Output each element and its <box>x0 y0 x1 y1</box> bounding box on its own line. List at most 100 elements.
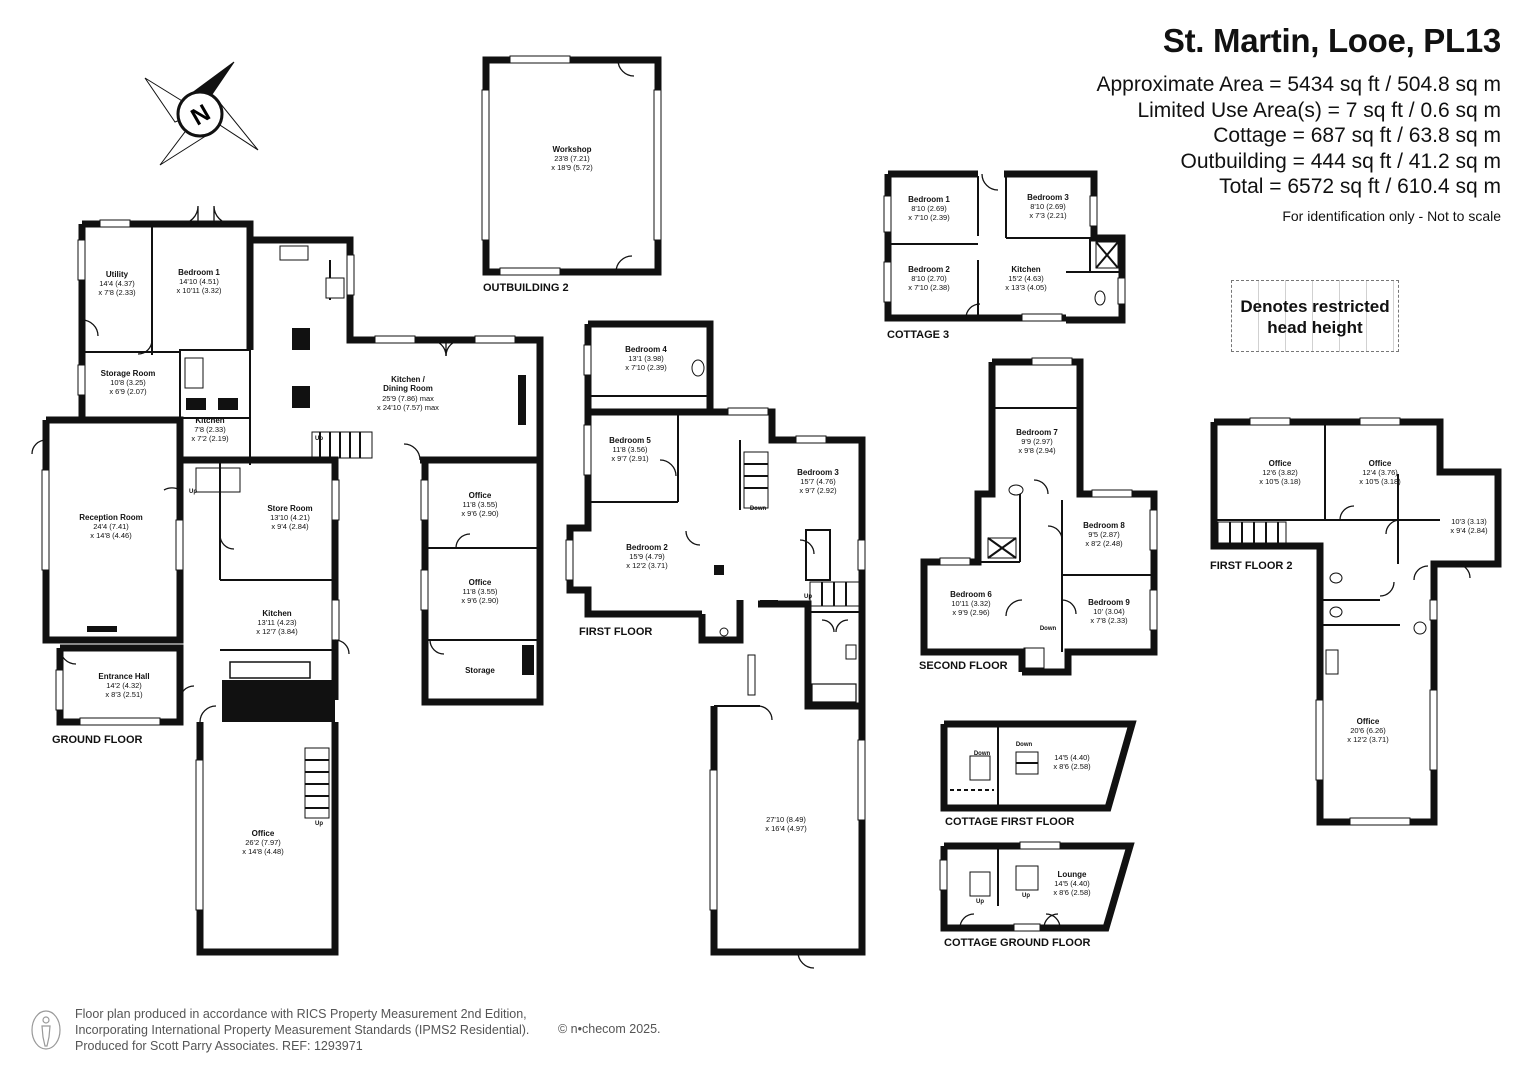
area-outbuilding: Outbuilding = 444 sq ft / 41.2 sq m <box>1180 149 1501 173</box>
room-dim-cf-room-2: x 8'6 (2.58) <box>1053 762 1091 771</box>
room-dim-reception-2: x 14'8 (4.46) <box>90 531 132 540</box>
room-dim-ff-bedroom-2-1: 15'9 (4.79) <box>629 552 665 561</box>
room-dim-ff-bedroom-3-2: x 9'7 (2.92) <box>799 486 837 495</box>
room-dim-sf-bedroom-8-2: x 8'2 (2.48) <box>1085 539 1123 548</box>
room-dim-kitchen-dining-2: x 24'10 (7.57) max <box>377 403 439 412</box>
room-dim-bedroom-1-1: 14'10 (4.51) <box>179 277 219 286</box>
room-dim-c3-bedroom-2-2: x 7'10 (2.38) <box>908 283 950 292</box>
room-name-office-2: Office <box>469 578 492 587</box>
room-name-ff-bedroom-4: Bedroom 4 <box>625 345 667 354</box>
second-floor <box>920 357 1158 676</box>
page-title: St. Martin, Looe, PL13 <box>1162 22 1501 59</box>
stair-down-label: Down <box>1040 626 1057 632</box>
room-dim-c3-bedroom-2-1: 8'10 (2.70) <box>911 274 947 283</box>
room-dim-f2-office-2-1: 12'4 (3.76) <box>1362 468 1398 477</box>
first-floor <box>565 320 866 969</box>
stair-labels: Up Up Up Down Up Down Down Down Up Up <box>189 436 1056 905</box>
room-dim-sf-bedroom-8-1: 9'5 (2.87) <box>1088 530 1120 539</box>
room-dim-c3-kitchen-1: 15'2 (4.63) <box>1008 274 1044 283</box>
room-dim-reception-1: 24'4 (7.41) <box>93 522 129 531</box>
stair-down-label: Down <box>750 506 767 512</box>
area-summary: Approximate Area = 5434 sq ft / 504.8 sq… <box>1097 72 1502 200</box>
room-dim-ff-bedroom-4-1: 13'1 (3.98) <box>628 354 664 363</box>
footer-line-2: Incorporating International Property Mea… <box>75 1023 530 1037</box>
room-dim-utility-2: x 7'8 (2.33) <box>98 288 136 297</box>
room-dim-kitchen-dining-1: 25'9 (7.86) max <box>382 394 434 403</box>
room-dim-office-big-1: 26'2 (7.97) <box>245 838 281 847</box>
room-dim-sf-bedroom-6-1: 10'11 (3.32) <box>951 599 991 608</box>
room-name-office-big: Office <box>252 829 275 838</box>
room-dim-entrance-hall-1: 14'2 (4.32) <box>106 681 142 690</box>
room-name-f2-office-2: Office <box>1369 459 1392 468</box>
room-name-sf-bedroom-8: Bedroom 8 <box>1083 521 1125 530</box>
cottage-ground-floor <box>939 841 1135 932</box>
stair-up-label: Up <box>804 594 812 600</box>
room-name-bedroom-1: Bedroom 1 <box>178 268 220 277</box>
floor-labels: GROUND FLOOR FIRST FLOOR SECOND FLOOR FI… <box>52 282 1293 949</box>
room-dim-utility-1: 14'4 (4.37) <box>99 279 135 288</box>
room-dim-c3-bedroom-1-2: x 7'10 (2.39) <box>908 213 950 222</box>
room-dim-c3-bedroom-3-2: x 7'3 (2.21) <box>1029 211 1067 220</box>
room-labels: Utility 14'4 (4.37) x 7'8 (2.33) Bedroom… <box>79 145 1488 897</box>
room-dim-store-room-2: x 9'4 (2.84) <box>271 522 309 531</box>
room-dim-f2-office-big-1: 20'6 (6.26) <box>1350 726 1386 735</box>
room-dim-store-room-1: 13'10 (4.21) <box>270 513 310 522</box>
room-dim-storage-room-2: x 6'9 (2.07) <box>109 387 147 396</box>
stair-down-label: Down <box>1016 742 1033 748</box>
room-dim-f2-office-big-2: x 12'2 (3.71) <box>1347 735 1389 744</box>
room-name-office-1: Office <box>469 491 492 500</box>
floor-label-cottage-3: COTTAGE 3 <box>887 329 949 341</box>
room-name-workshop: Workshop <box>553 145 592 154</box>
room-dim-sf-bedroom-6-2: x 9'9 (2.96) <box>952 608 990 617</box>
room-dim-ff-bedroom-5-1: 11'8 (3.56) <box>612 445 648 454</box>
room-dim-kitchen-small-1: 7'8 (2.33) <box>194 425 226 434</box>
room-dim-ff-bedroom-4-2: x 7'10 (2.39) <box>625 363 667 372</box>
stair-up-label: Up <box>976 899 984 905</box>
footer-line-1: Floor plan produced in accordance with R… <box>75 1007 527 1021</box>
floor-label-ground: GROUND FLOOR <box>52 734 142 746</box>
cottage-first-floor <box>940 720 1137 812</box>
room-name-sf-bedroom-9: Bedroom 9 <box>1088 598 1130 607</box>
room-dim-bedroom-1-2: x 10'11 (3.32) <box>176 286 222 295</box>
area-total: Total = 6572 sq ft / 610.4 sq m <box>1219 175 1501 198</box>
room-dim-c3-kitchen-2: x 13'3 (4.05) <box>1005 283 1047 292</box>
room-dim-storage-room-1: 10'8 (3.25) <box>110 378 146 387</box>
footer-line-3: Produced for Scott Parry Associates. REF… <box>75 1039 363 1053</box>
area-approximate: Approximate Area = 5434 sq ft / 504.8 sq… <box>1096 73 1502 96</box>
outbuilding-2 <box>481 55 662 276</box>
room-dim-workshop-1: 23'8 (7.21) <box>554 154 590 163</box>
room-name-c3-bedroom-1: Bedroom 1 <box>908 195 950 204</box>
room-name-c3-bedroom-3: Bedroom 3 <box>1027 193 1069 202</box>
room-dim-c3-bedroom-3-1: 8'10 (2.69) <box>1030 202 1066 211</box>
room-name-c3-kitchen: Kitchen <box>1011 265 1040 274</box>
room-dim-cg-lounge-1: 14'5 (4.40) <box>1054 879 1090 888</box>
room-name-ff-bedroom-3: Bedroom 3 <box>797 468 839 477</box>
floor-label-outbuilding-2: OUTBUILDING 2 <box>483 282 569 294</box>
room-dim-office-2-2: x 9'6 (2.90) <box>461 596 499 605</box>
room-name-utility: Utility <box>106 270 129 279</box>
room-name-f2-office-1: Office <box>1269 459 1292 468</box>
room-dim-entrance-hall-2: x 8'3 (2.51) <box>105 690 143 699</box>
room-dim-kitchen-2: x 12'7 (3.84) <box>256 627 298 636</box>
room-dim-ff-bedroom-5-2: x 9'7 (2.91) <box>611 454 649 463</box>
room-name-f2-office-big: Office <box>1357 717 1380 726</box>
room-dim-sf-bedroom-9-1: 10' (3.04) <box>1093 607 1125 616</box>
area-cottage: Cottage = 687 sq ft / 63.8 sq m <box>1213 124 1501 147</box>
room-dim-sf-bedroom-9-2: x 7'8 (2.33) <box>1090 616 1128 625</box>
floor-label-second: SECOND FLOOR <box>919 660 1008 672</box>
room-dim-office-1-2: x 9'6 (2.90) <box>461 509 499 518</box>
ground-floor <box>31 205 544 956</box>
room-dim-kitchen-1: 13'11 (4.23) <box>257 618 297 627</box>
room-name-storage-room: Storage Room <box>101 369 156 378</box>
room-name-kitchen-dining-2: Dining Room <box>383 384 433 393</box>
room-dim-ff-big-1: 27'10 (8.49) <box>766 815 806 824</box>
room-name-kitchen-small: Kitchen <box>195 416 224 425</box>
room-dim-office-big-2: x 14'8 (4.48) <box>242 847 284 856</box>
room-name-entrance-hall: Entrance Hall <box>98 672 149 681</box>
room-name-reception: Reception Room <box>79 513 143 522</box>
room-name-sf-bedroom-7: Bedroom 7 <box>1016 428 1058 437</box>
room-dim-ff-big-2: x 16'4 (4.97) <box>765 824 807 833</box>
stair-up-label: Up <box>315 436 323 442</box>
stair-up-label: Up <box>1022 893 1030 899</box>
